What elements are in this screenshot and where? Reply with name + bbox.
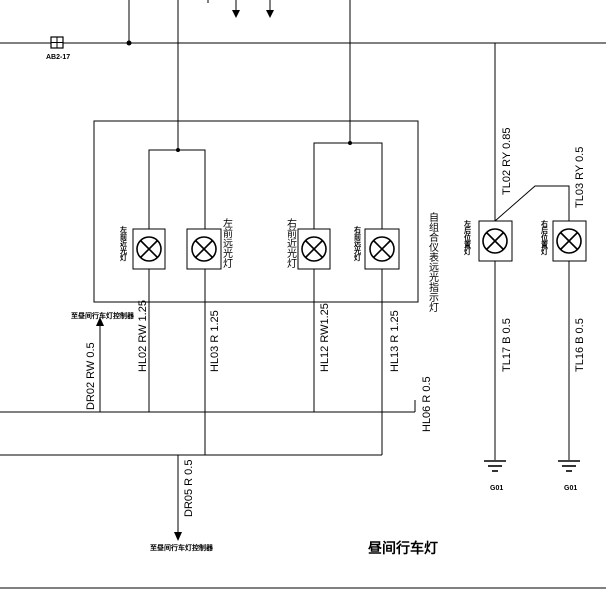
- arrow-down: [174, 532, 182, 541]
- label-right-front-high-tiny: 右前远光灯: [353, 225, 362, 262]
- right-group-bridge: [313, 142, 383, 229]
- label-from-cluster: 自组合仪表远光指示灯: [427, 211, 439, 313]
- lamp-left-rear-pos: [478, 220, 513, 262]
- ground-label-1: G01: [490, 485, 503, 492]
- junction-dot: [176, 148, 180, 152]
- label-dr02: DR02 RW 0.5: [85, 342, 97, 410]
- top-arrow: [232, 10, 240, 18]
- ground-symbol-2: [558, 460, 580, 472]
- lamp-left-front-high: [186, 228, 222, 270]
- label-left-front-near-tiny: 左前近光灯: [120, 225, 129, 262]
- connector-id: AB2-17: [46, 54, 70, 61]
- wire-tl03: [494, 185, 570, 222]
- lamp-right-front-high: [364, 228, 400, 270]
- label-right-front-near: 右前近光灯: [285, 217, 297, 269]
- label-tl17: TL17 B 0.5: [501, 318, 513, 372]
- label-hl02: HL02 RW 1.25: [137, 300, 149, 372]
- headlamp-enclosure: [93, 120, 419, 303]
- lamp-right-rear-pos: [552, 220, 587, 262]
- label-hl06: HL06 R 0.5: [421, 376, 433, 432]
- junction-dot: [126, 40, 132, 46]
- junction-dot: [348, 141, 352, 145]
- lamp-left-front-near: [132, 228, 166, 270]
- label-to-controller-top: 至昼间行车灯控制器: [71, 311, 135, 320]
- label-tl03: TL03 RY 0.5: [574, 147, 586, 208]
- label-tl02: TL02 RY 0.85: [501, 128, 513, 195]
- lamp-right-front-near: [297, 228, 331, 270]
- label-hl03: HL03 R 1.25: [209, 310, 221, 372]
- label-hl12: HL12 RW1.25: [319, 303, 331, 372]
- left-group-bridge: [148, 149, 206, 229]
- label-left-rear-pos: 左后位置灯: [464, 219, 473, 256]
- label-hl13: HL13 R 1.25: [389, 310, 401, 372]
- arrow-up: [96, 317, 104, 326]
- ground-symbol-1: [484, 460, 506, 472]
- ground-label-2: G01: [564, 485, 577, 492]
- top-arrow: [266, 10, 274, 18]
- label-to-controller-bottom: 至昼间行车灯控制器: [150, 543, 214, 552]
- label-left-front-high: 左前远光灯: [221, 217, 233, 269]
- label-right-rear-pos: 右后位置灯: [541, 219, 550, 256]
- diagram-title: 昼间行车灯: [368, 540, 438, 557]
- label-tl16: TL16 B 0.5: [574, 318, 586, 372]
- label-dr05: DR05 R 0.5: [183, 460, 195, 517]
